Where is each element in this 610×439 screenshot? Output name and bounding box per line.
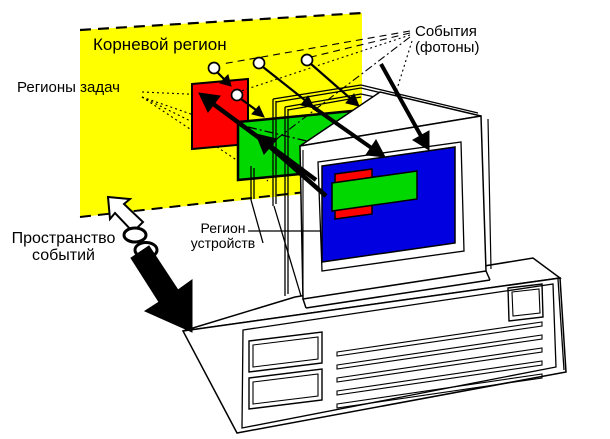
vent-slat (336, 321, 543, 357)
case-front-face (181, 277, 567, 434)
monitor-right-back-edge (487, 118, 492, 270)
photon-circle-icon (252, 56, 266, 70)
event-space-label: Пространство событий (0, 230, 127, 265)
photon-arrow-4 (240, 98, 257, 111)
events-label-line1: События (415, 23, 477, 40)
event-arrow-to-screen-1 (311, 105, 375, 151)
photon-arrows (216, 63, 360, 118)
event-space-transition (106, 195, 193, 333)
monitor-plinth-right (485, 270, 491, 281)
device-region-label-line2: устройств (190, 235, 256, 252)
vent-slat (336, 334, 543, 370)
event-delivery-arrows (198, 63, 430, 198)
event-arrowhead-to-red-region (198, 92, 221, 113)
event-arrowhead-to-screen-1 (365, 139, 386, 158)
device-region-label-line1: Регион (200, 220, 246, 236)
motion-ring-icon (122, 226, 148, 244)
event-arrow-to-screen-2 (379, 63, 423, 137)
event-space-label-line2: событий (32, 247, 95, 265)
drive-bay-1-inner (252, 336, 319, 368)
case-front-panel (241, 283, 557, 429)
vent-slat (336, 347, 543, 383)
photon-arrowhead-4 (251, 105, 265, 118)
events-label-line2: (фотоны) (415, 39, 480, 57)
screen-green-window (331, 170, 418, 212)
case-right-edge (557, 278, 565, 371)
root-region-top-edge (79, 11, 363, 32)
photon-arrow-3 (310, 63, 352, 100)
event-arrow-to-green-region (266, 143, 328, 198)
solid-arrow-icon (130, 245, 193, 333)
photon-arrowhead-1 (219, 74, 232, 87)
root-region-label: Корневой регион (93, 35, 227, 54)
monitor-plinth-bottom (305, 279, 491, 309)
photon-circle-icon (230, 88, 244, 102)
photon-circle-icon (300, 53, 314, 67)
events-label: События (фотоны) (415, 23, 480, 57)
event-space-label-line1: Пространство (11, 230, 116, 247)
computer-case (181, 257, 567, 434)
power-button (507, 283, 544, 322)
power-button-inner (511, 288, 541, 317)
photon-circle-icon (207, 61, 221, 75)
monitor-plinth-left (302, 298, 307, 309)
device-region-label: Регион устройств (180, 220, 266, 252)
vent-slats (336, 321, 543, 409)
events-leader-lines (221, 30, 413, 142)
photon-arrowhead-3 (345, 93, 360, 107)
event-arrowhead-to-green-region (255, 133, 278, 155)
vent-slat (336, 373, 543, 409)
photon-arrow-2 (262, 66, 307, 102)
task-regions-label: Регионы задач (17, 79, 120, 96)
vent-slat (336, 360, 543, 396)
drive-bay-2 (248, 368, 323, 410)
photon-arrowhead-2 (300, 95, 315, 109)
drive-bay-1 (248, 331, 323, 373)
photon-circles (207, 53, 314, 102)
drive-bay-2-inner (252, 373, 319, 405)
hollow-arrow-icon (106, 195, 145, 234)
event-arrowhead-to-screen-2 (412, 130, 430, 151)
